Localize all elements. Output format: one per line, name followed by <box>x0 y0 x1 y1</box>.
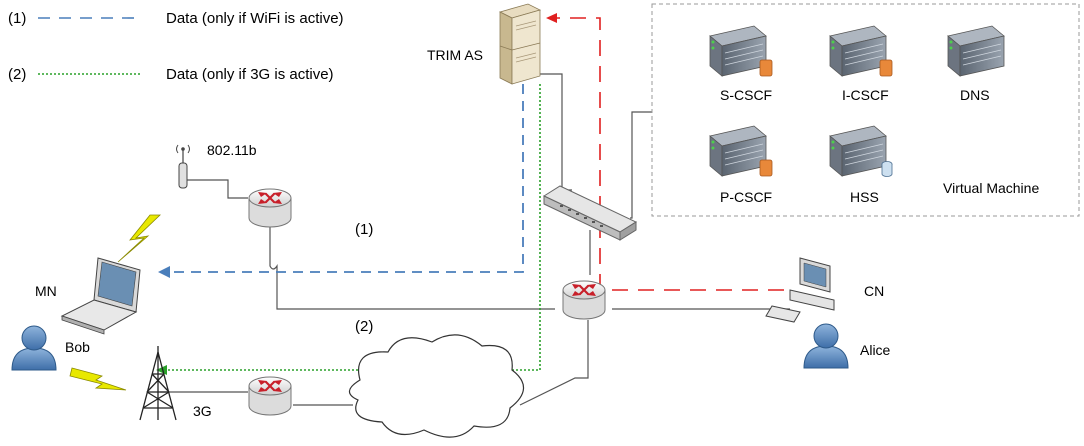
server-icon-hss <box>829 125 893 177</box>
core-router-icon <box>561 279 607 321</box>
path-1-marker: (1) <box>355 221 373 238</box>
switch-icon <box>542 185 638 241</box>
legend-marker-1: (1) <box>8 10 26 27</box>
link-core-cloud <box>519 320 589 406</box>
cn-label: CN <box>864 283 884 299</box>
wifi-antenna-icon <box>176 144 190 189</box>
desktop-computer-icon <box>765 257 835 323</box>
g3-data-arrowhead <box>156 365 167 375</box>
server-label-p-cscf: P-CSCF <box>720 189 772 205</box>
alice-person-icon <box>803 323 849 369</box>
mn-label: MN <box>35 283 57 299</box>
legend-marker-2: (2) <box>8 66 26 83</box>
bob-label: Bob <box>65 339 90 355</box>
signaling-arrowhead <box>546 13 557 23</box>
bob-person-icon <box>11 325 57 371</box>
link-switch-vm <box>630 111 652 219</box>
signaling-path <box>555 17 792 291</box>
server-label-i-cscf: I-CSCF <box>842 87 889 103</box>
wifi-router-icon <box>247 187 293 229</box>
server-label-hss: HSS <box>850 189 879 205</box>
trim-as-server-icon <box>498 3 542 85</box>
g3-data-path <box>165 84 541 371</box>
wifi-lightning-icon <box>117 214 161 263</box>
server-icon-i-cscf <box>829 25 893 77</box>
virtual-machine-box <box>651 3 1080 217</box>
trim-as-label: TRIM AS <box>427 47 483 63</box>
alice-label: Alice <box>860 342 891 358</box>
link-ap-router <box>182 165 248 199</box>
g3-label: 3G <box>193 403 212 419</box>
wifi-data-arrowhead <box>158 266 170 278</box>
server-icon-dns <box>947 25 1005 77</box>
path-2-marker: (2) <box>355 318 373 335</box>
server-icon-s-cscf <box>709 25 773 77</box>
virtual-machine-label: Virtual Machine <box>943 180 1039 196</box>
g3-router-icon <box>247 375 293 417</box>
link-wifi-router-core <box>269 218 555 310</box>
server-icon-p-cscf <box>709 125 773 177</box>
cell-tower-icon <box>139 346 177 421</box>
internet-cloud-icon <box>348 334 525 438</box>
legend: (1) Data (only if WiFi is active) (2) Da… <box>8 10 344 83</box>
link-trim-switch <box>540 73 572 191</box>
laptop-icon <box>60 257 141 335</box>
ap-label: 802.11b <box>207 142 257 158</box>
legend-text-3g: Data (only if 3G is active) <box>166 66 334 83</box>
wifi-data-path <box>170 84 524 273</box>
server-label-s-cscf: S-CSCF <box>720 87 772 103</box>
g3-lightning-icon <box>69 367 127 391</box>
server-label-dns: DNS <box>960 87 990 103</box>
legend-text-wifi: Data (only if WiFi is active) <box>166 10 344 27</box>
